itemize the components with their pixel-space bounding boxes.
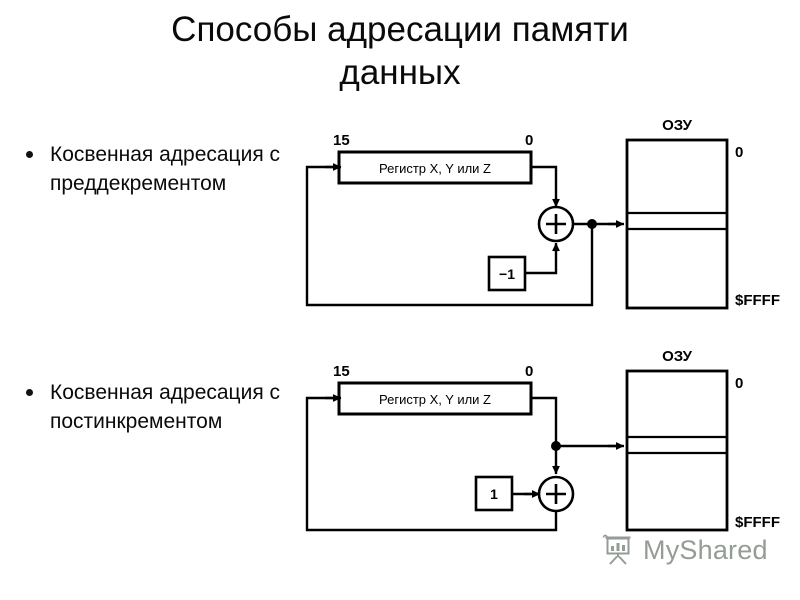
register-label: Регистр X, Y или Z xyxy=(379,161,491,176)
wire-feedback-to-register xyxy=(305,396,558,532)
memory-top-address: 0 xyxy=(735,144,743,161)
adder-plus-icon xyxy=(546,214,566,234)
bit-label-low: 0 xyxy=(525,363,533,380)
memory-block xyxy=(625,138,729,310)
operand-box-label: −1 xyxy=(499,266,515,282)
page-title: Способы адресации памяти данных xyxy=(40,8,760,94)
memory-bottom-address: $FFFF xyxy=(735,514,780,531)
junction-dot xyxy=(551,441,561,451)
bullet-marker-icon xyxy=(26,389,33,396)
memory-selected-cell xyxy=(627,435,727,455)
bullet-label-pre-decrement: Косвенная адресация с преддекрементом xyxy=(50,143,281,195)
operand-box xyxy=(474,475,514,512)
operand-box xyxy=(487,255,527,292)
watermark-label: MyShared xyxy=(643,534,768,565)
memory-selected-cell xyxy=(627,211,727,231)
register-box xyxy=(337,381,533,416)
wire-register-to-junction xyxy=(531,396,558,446)
operand-box-label: 1 xyxy=(490,486,498,502)
bullet-item-post-increment: Косвенная адресация с постинкрементом xyxy=(26,378,316,436)
adder-circle xyxy=(537,475,575,513)
junction-dot xyxy=(587,219,597,229)
register-box xyxy=(337,150,533,185)
wire-feedback-to-register xyxy=(305,165,594,307)
memory-title: ОЗУ xyxy=(662,117,692,134)
register-label: Регистр X, Y или Z xyxy=(379,392,491,407)
memory-top-address: 0 xyxy=(735,375,743,392)
memory-title: ОЗУ xyxy=(662,348,692,365)
watermark: MyShared xyxy=(601,534,768,566)
bullet-label-post-increment: Косвенная адресация с постинкрементом xyxy=(50,381,281,433)
bit-label-high: 15 xyxy=(333,363,350,380)
bullet-item-pre-decrement: Косвенная адресация с преддекрементом xyxy=(26,140,316,198)
page-title-line-2: данных xyxy=(339,53,461,92)
bit-label-high: 15 xyxy=(333,132,350,149)
bit-label-low: 0 xyxy=(525,132,533,149)
adder-circle xyxy=(537,205,575,243)
adder-plus-icon xyxy=(546,484,566,504)
memory-block xyxy=(625,369,729,532)
bullet-marker-icon xyxy=(26,151,33,158)
page-title-line-1: Способы адресации памяти xyxy=(171,10,629,49)
wire-operand-to-adder xyxy=(525,248,558,275)
presentation-chart-icon xyxy=(602,534,631,565)
wire-register-to-adder xyxy=(531,165,558,205)
memory-bottom-address: $FFFF xyxy=(735,292,780,309)
